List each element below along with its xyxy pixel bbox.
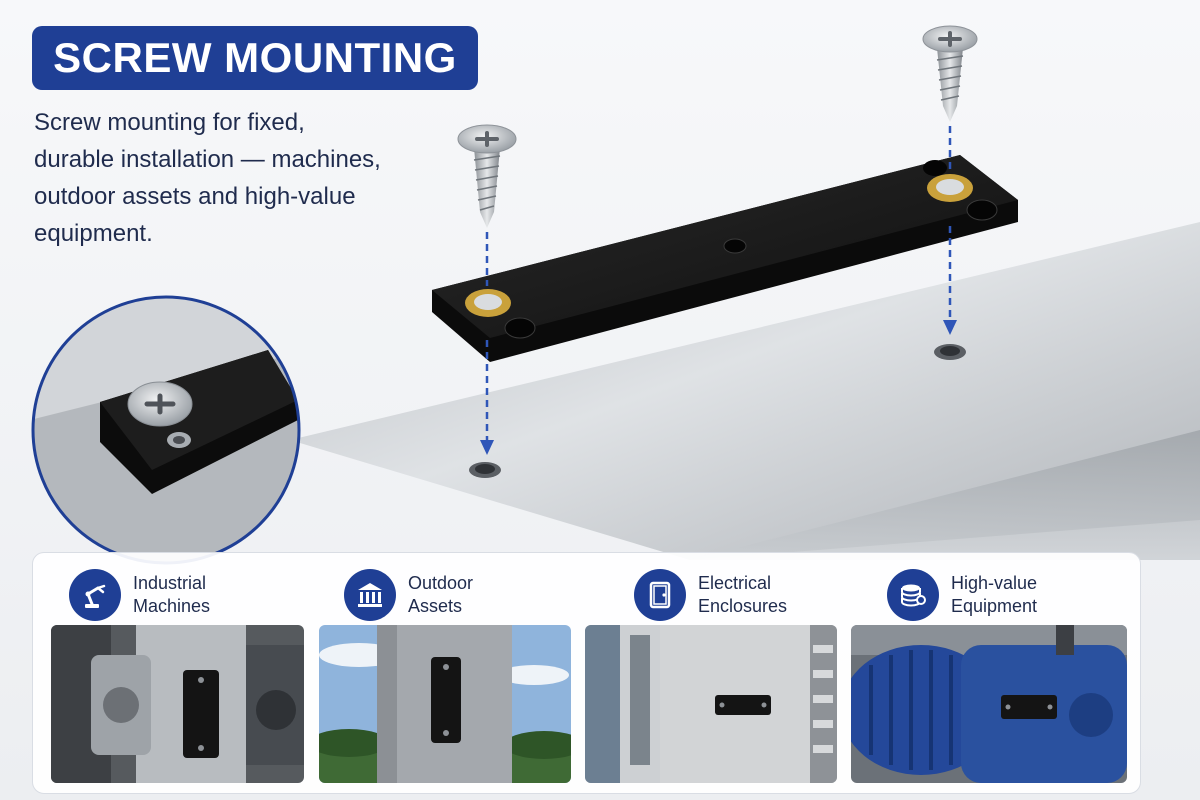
cabinet-icon bbox=[634, 569, 686, 621]
category-label: High-value bbox=[951, 573, 1038, 593]
description-line: equipment. bbox=[34, 220, 153, 247]
category-industrial-machines: Industrial Machines bbox=[69, 567, 210, 623]
building-columns-icon bbox=[344, 569, 396, 621]
zoom-detail bbox=[33, 297, 299, 563]
photo-industrial-machine bbox=[51, 625, 304, 783]
category-label: Equipment bbox=[951, 596, 1038, 616]
category-high-value-equipment: High-value Equipment bbox=[887, 567, 1037, 623]
category-label: Electrical bbox=[698, 573, 772, 593]
screw-right bbox=[922, 25, 978, 122]
photo-electrical-enclosure bbox=[585, 625, 837, 783]
steel-front bbox=[690, 430, 1200, 560]
category-electrical-enclosures: Electrical Enclosures bbox=[634, 567, 787, 623]
description: Screw mounting for fixed, durable instal… bbox=[34, 104, 434, 252]
category-label: Assets bbox=[408, 596, 463, 616]
category-label: Machines bbox=[133, 596, 211, 616]
photo-high-value-equipment bbox=[851, 625, 1127, 783]
category-label: Enclosures bbox=[698, 596, 788, 616]
mounting-plate bbox=[432, 155, 1018, 362]
category-label: Outdoor bbox=[408, 573, 474, 593]
page-title: SCREW MOUNTING bbox=[32, 26, 478, 90]
steel-surface bbox=[290, 222, 1200, 560]
description-line: durable installation — machines, bbox=[34, 146, 381, 173]
screw-left bbox=[457, 124, 517, 228]
photo-outdoor-pole bbox=[319, 625, 571, 783]
coin-stack-icon bbox=[887, 569, 939, 621]
description-line: Screw mounting for fixed, bbox=[34, 109, 305, 136]
category-label: Industrial bbox=[133, 573, 207, 593]
applications-panel: Industrial Machines Outdoor Assets bbox=[32, 552, 1141, 794]
category-outdoor-assets: Outdoor Assets bbox=[344, 567, 473, 623]
description-line: outdoor assets and high-value bbox=[34, 183, 356, 210]
robot-arm-icon bbox=[69, 569, 121, 621]
